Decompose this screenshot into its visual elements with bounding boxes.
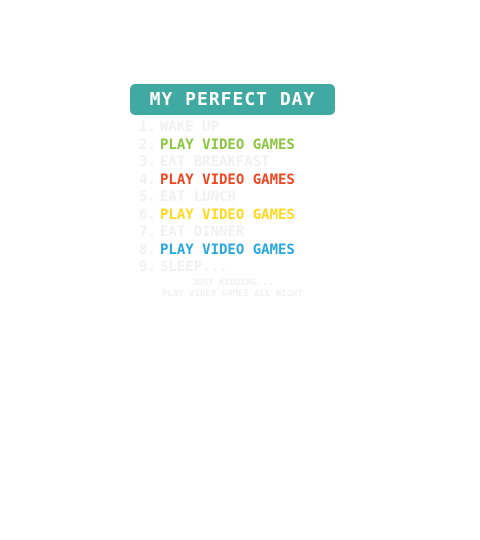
item-text: PLAY VIDEO GAMES [160,241,295,258]
item-number: 9. [139,259,156,275]
item-text: SLEEP... [160,259,228,275]
footer-note: JUST KIDDING... PLAY VIDEO GAMES ALL NIG… [130,278,335,300]
list-item: 3. EAT BREAKFAST [139,154,335,172]
item-number: 3. [139,154,156,170]
footer-line-2: PLAY VIDEO GAMES ALL NIGHT [162,288,303,299]
list-item: 4. PLAY VIDEO GAMES [139,172,335,190]
item-number: 4. [139,171,156,188]
footer-line-1: JUST KIDDING... [191,277,274,288]
item-text: EAT DINNER [160,224,245,240]
page-title: MY PERFECT DAY [149,89,316,110]
title-banner: MY PERFECT DAY [130,84,335,115]
list-item: 1. WAKE UP [139,119,335,137]
item-number: 8. [139,241,156,258]
list-item: 8. PLAY VIDEO GAMES [139,242,335,260]
perfect-day-graphic: MY PERFECT DAY 1. WAKE UP 2. PLAY VIDEO … [130,84,335,300]
item-text: WAKE UP [160,119,220,135]
list-item: 5. EAT LUNCH [139,189,335,207]
item-text: PLAY VIDEO GAMES [160,206,295,223]
item-number: 1. [139,119,156,135]
item-number: 7. [139,224,156,240]
item-number: 6. [139,206,156,223]
list-item: 7. EAT DINNER [139,224,335,242]
item-text: PLAY VIDEO GAMES [160,136,295,153]
item-number: 2. [139,136,156,153]
list-item: 9. SLEEP... [139,259,335,277]
item-number: 5. [139,189,156,205]
item-text: PLAY VIDEO GAMES [160,171,295,188]
list-item: 2. PLAY VIDEO GAMES [139,137,335,155]
list-item: 6. PLAY VIDEO GAMES [139,207,335,225]
item-text: EAT BREAKFAST [160,154,270,170]
schedule-list: 1. WAKE UP 2. PLAY VIDEO GAMES 3. EAT BR… [130,119,335,277]
item-text: EAT LUNCH [160,189,236,205]
